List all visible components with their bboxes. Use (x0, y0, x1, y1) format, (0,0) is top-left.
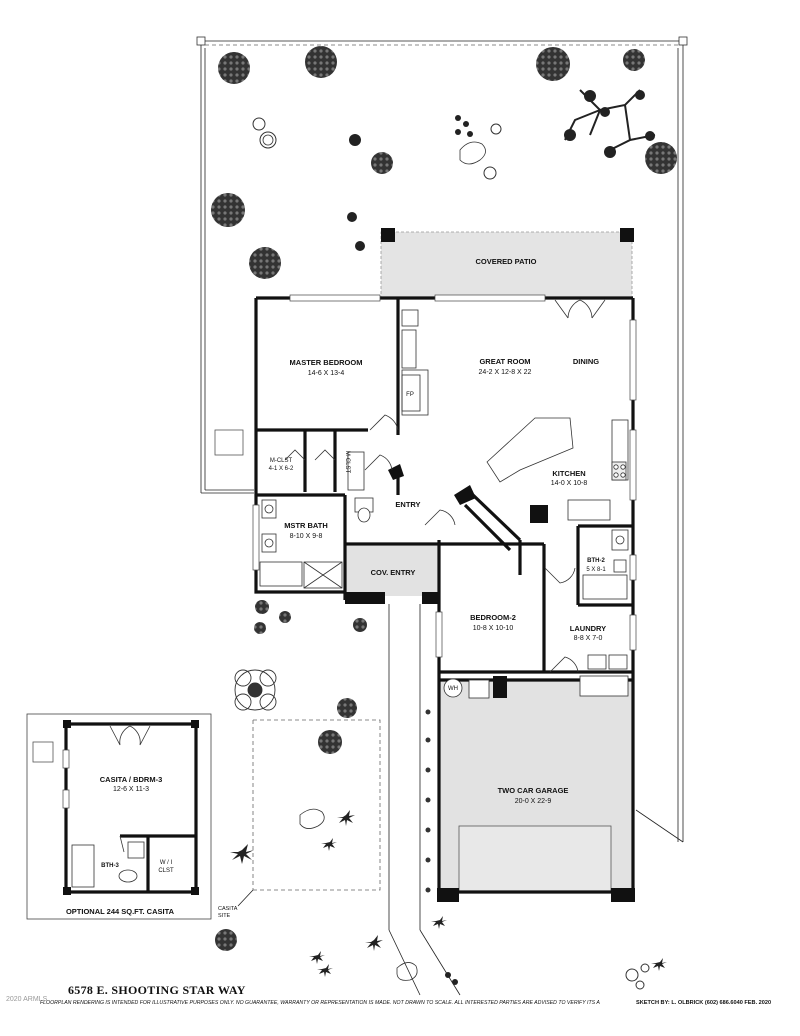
casita-label: CASITA / BDRM-3 (100, 775, 163, 784)
covered-patio-label: COVERED PATIO (476, 257, 537, 266)
master-bedroom-label: MASTER BEDROOM (290, 358, 363, 367)
shrub-icon (305, 46, 337, 78)
kitchen-dims: 14-0 X 10-8 (551, 480, 588, 487)
shrub-icon (215, 929, 237, 951)
shrub-icon (645, 142, 677, 174)
casita-site-label: CASITA SITE (218, 906, 237, 920)
bath-2-label: BTH-2 (587, 558, 605, 564)
covered-entry-label: COV. ENTRY (371, 568, 416, 577)
shrub-icon (353, 618, 367, 632)
garage-dims: 20-0 X 22-9 (515, 798, 552, 805)
shrub-icon (211, 193, 245, 227)
fixtures (259, 309, 629, 699)
landscaping (211, 46, 677, 990)
bath-2-dims: 5 X 8-1 (586, 567, 606, 573)
walk-in-closet-label-2: CLST (158, 868, 174, 874)
garage-label: TWO CAR GARAGE (498, 786, 569, 795)
bedroom-2-label: BEDROOM-2 (470, 613, 516, 622)
garage-door-outline (458, 825, 612, 893)
casita-site-line-2: SITE (218, 913, 231, 919)
shrub-icon (371, 152, 393, 174)
covered-entry-floor (345, 546, 439, 596)
covered-patio: COVERED PATIO (380, 228, 634, 298)
kitchen-label: KITCHEN (552, 469, 585, 478)
watermark: 2020 ARMLS (6, 996, 48, 1003)
shrub-icon (347, 212, 357, 222)
master-bath-label: MSTR BATH (284, 521, 328, 530)
bedroom-2-dims: 10-8 X 10-10 (473, 625, 514, 632)
lot-fence (196, 36, 688, 843)
entry-label: ENTRY (395, 500, 420, 509)
master-bedroom-dims: 14-6 X 13-4 (308, 370, 345, 377)
shrub-icon (254, 622, 266, 634)
shrub-icon (318, 730, 342, 754)
shrub-icon (355, 241, 365, 251)
dining-label: DINING (573, 357, 599, 366)
master-closet-1-dims: 4-1 X 6-2 (269, 466, 294, 472)
agave-icon (230, 810, 667, 977)
casita-inset: CASITA / BDRM-3 12-6 X 11-3 BTH-3 W / I … (26, 713, 212, 920)
water-heater-label: WH (448, 686, 458, 692)
laundry-dims: 8-8 X 7-0 (574, 635, 603, 642)
casita-site-line-1: CASITA (218, 906, 238, 912)
disclaimer-text: FLOORPLAN RENDERING IS INTENDED FOR ILLU… (40, 1000, 600, 1006)
master-closet-2-label: M-CLST (344, 451, 350, 474)
fireplace-label: FP (406, 392, 414, 398)
shrub-icon (623, 49, 645, 71)
shrub-icon (279, 611, 291, 623)
great-room-label: GREAT ROOM (479, 357, 530, 366)
shrub-icon (337, 698, 357, 718)
bath-3-label: BTH-3 (101, 863, 119, 869)
shrub-icon (218, 52, 250, 84)
laundry-label: LAUNDRY (570, 624, 606, 633)
casita-caption: OPTIONAL 244 SQ.FT. CASITA (65, 907, 175, 916)
shrub-icon (349, 134, 361, 146)
great-room-dims: 24-2 X 12-8 X 22 (479, 369, 532, 376)
doors (284, 299, 606, 673)
master-closet-1-label: M-CLST (270, 458, 293, 464)
master-bath-dims: 8-10 X 9-8 (290, 533, 323, 540)
room-labels: MASTER BEDROOM 14-6 X 13-4 GREAT ROOM 24… (269, 357, 607, 805)
sketch-credit: SKETCH BY: L. OLBRICK (602) 686.6040 FEB… (636, 1000, 772, 1006)
shrub-icon (249, 247, 281, 279)
shrub-icon (255, 600, 269, 614)
walk-in-closet-label: W / I (160, 860, 173, 866)
flower-shrub-icon (234, 669, 277, 711)
address-title: 6578 E. SHOOTING STAR WAY (68, 983, 246, 997)
wall-corners (345, 464, 635, 902)
shrub-icon (536, 47, 570, 81)
windows (252, 294, 637, 658)
tree-icon (564, 89, 656, 151)
casita-dims: 12-6 X 11-3 (113, 786, 149, 793)
